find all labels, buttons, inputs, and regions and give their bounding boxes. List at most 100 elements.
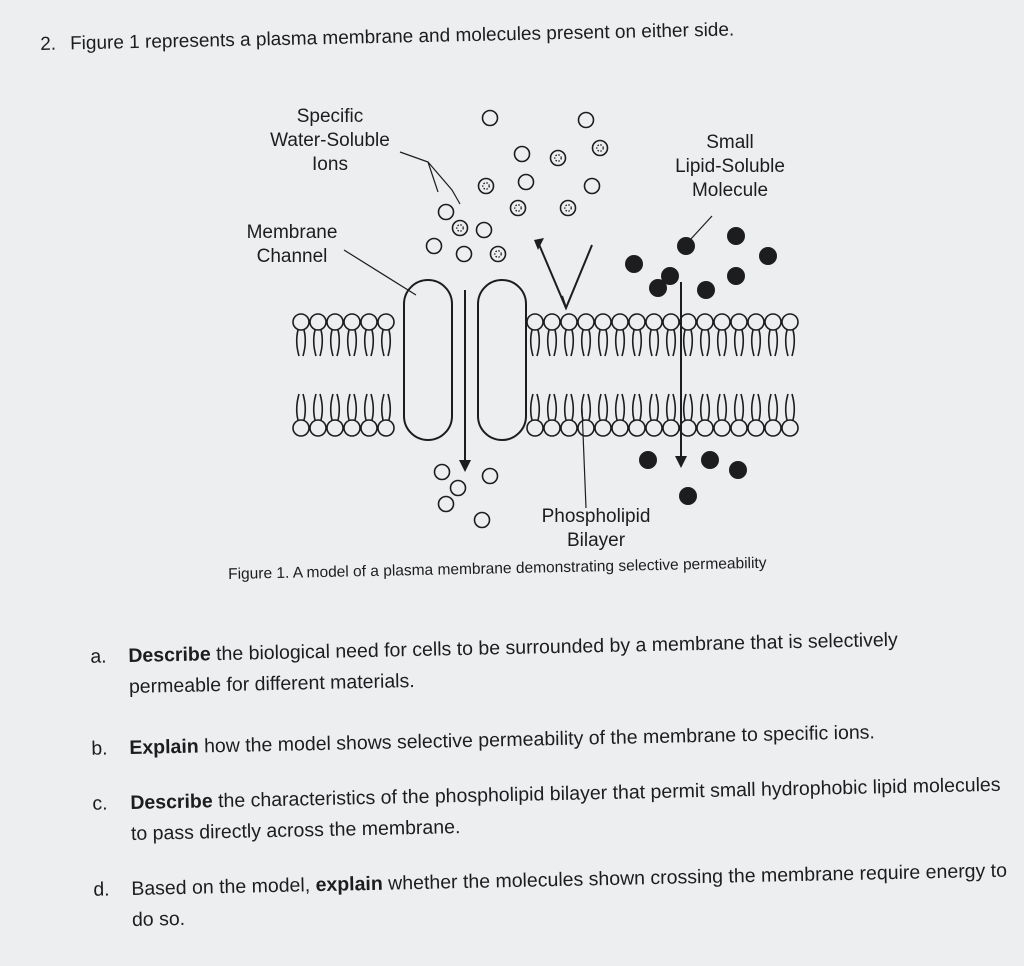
phospholipid-tail [365,394,374,420]
part-verb: Describe [130,790,213,814]
phospholipid-head [378,314,394,330]
ion [561,201,576,216]
phospholipid-head [595,314,611,330]
phospholipid-head [612,314,628,330]
phospholipid-tail [786,394,795,420]
phospholipid-tail [331,394,340,420]
ion [491,247,506,262]
ion [515,147,530,162]
phospholipid-head [697,420,713,436]
phospholipid-tail [531,394,540,420]
phospholipid-head [544,314,560,330]
phospholipid-head [697,314,713,330]
phospholipid-tail [365,330,374,356]
phospholipid-tail [331,330,340,356]
ion [483,469,498,484]
phospholipid-head [680,314,696,330]
phospholipid-head [527,314,543,330]
phospholipid-head [578,314,594,330]
phospholipid-tails [297,330,795,420]
phospholipid-head [561,420,577,436]
lipid-soluble-molecules [625,227,777,505]
part-verb: Describe [128,643,211,667]
lipid-label-3: Molecule [692,180,768,201]
part-prefix: Based on the model, [131,874,316,900]
phospholipid-head [361,314,377,330]
phospholipid-head [782,314,798,330]
phospholipid-head [327,314,343,330]
lipid-molecule [697,281,715,299]
lipid-molecule [727,227,745,245]
phospholipid-heads [293,314,798,436]
question-part-c: c. Describe the characteristics of the p… [130,770,1011,850]
phospholipid-tail [548,330,557,356]
question-heading: 2.Figure 1 represents a plasma membrane … [40,19,734,56]
lipid-molecule [639,451,657,469]
phospholipid-head [344,420,360,436]
part-letter: a. [90,641,107,672]
phospholipid-head [765,420,781,436]
phospholipid-tail [348,394,357,420]
phospholipid-tail [650,330,659,356]
part-text: the characteristics of the phospholipid … [131,774,1001,845]
phospholipid-head [680,420,696,436]
lipid-molecule [701,451,719,469]
phospholipid-head [714,420,730,436]
ion [585,179,600,194]
phospholipid-tail [314,330,323,356]
phospholipid-head [310,314,326,330]
phospholipid-head [612,420,628,436]
phospholipid-tail [531,330,540,356]
ion [475,513,490,528]
question-part-b: b. Explain how the model shows selective… [129,715,989,764]
phospholipid-tail [718,330,727,356]
phospholipid-tail [348,330,357,356]
lipid-molecule [677,237,695,255]
channel-label-2: Channel [257,246,328,267]
phospholipid-tail [633,394,642,420]
phospholipid-tail [735,330,744,356]
phospholipid-tail [684,330,693,356]
ion [551,151,566,166]
phospholipid-tail [769,394,778,420]
phospholipid-tail [667,330,676,356]
phospholipid-head [561,314,577,330]
lipid-molecule [625,255,643,273]
phospholipid-tail [599,394,608,420]
phospholipid-head [578,420,594,436]
part-verb: Explain [129,736,199,759]
ion [435,465,450,480]
ion [479,179,494,194]
ion [457,247,472,262]
phospholipid-head [595,420,611,436]
phospholipid-tail [701,330,710,356]
phospholipid-head [629,314,645,330]
phospholipid-head [527,420,543,436]
ion [453,221,468,236]
part-text: the biological need for cells to be surr… [129,629,898,698]
phospholipid-tail [786,330,795,356]
phospholipid-head [629,420,645,436]
channel-label-1: Membrane [247,222,338,243]
phospholipid-tail [548,394,557,420]
phospholipid-head [748,314,764,330]
question-part-d: d. Based on the model, explain whether t… [131,856,1012,936]
phospholipid-tail [582,394,591,420]
phospholipid-tail [297,330,306,356]
phospholipid-tail [769,330,778,356]
lipid-label-2: Lipid-Soluble [675,156,785,177]
ion [579,113,594,128]
part-verb: explain [315,873,383,896]
bilayer-label-2: Bilayer [567,530,626,551]
ions-label-3: Ions [312,154,348,175]
phospholipid-head [310,420,326,436]
phospholipid-tail [582,330,591,356]
part-letter: c. [92,788,108,819]
ion [451,481,466,496]
phospholipid-head [748,420,764,436]
phospholipid-tail [382,330,391,356]
phospholipid-head [361,420,377,436]
phospholipid-tail [701,394,710,420]
phospholipid-tail [616,330,625,356]
phospholipid-tail [650,394,659,420]
